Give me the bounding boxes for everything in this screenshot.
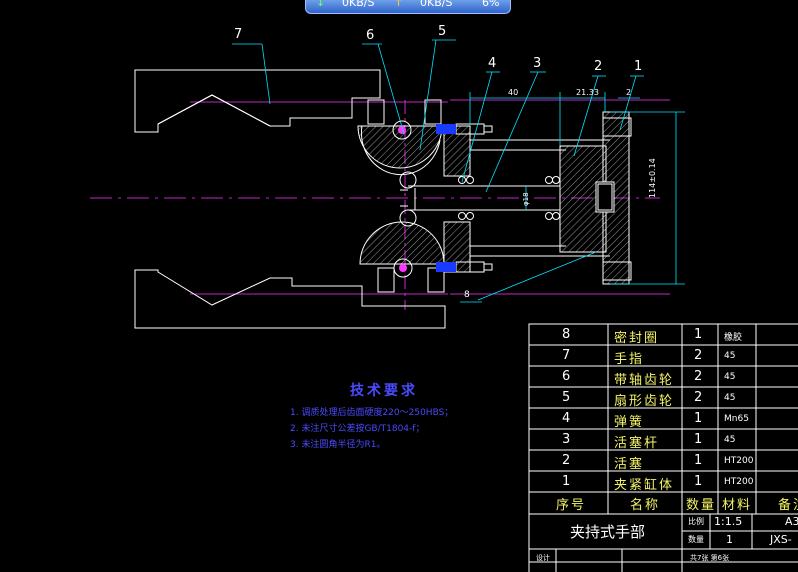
bom-row-6-name: 带轴齿轮 <box>614 373 675 388</box>
bom-row-8-name: 密封圈 <box>614 331 660 346</box>
bom-row-1-qty: 1 <box>694 474 703 489</box>
dim-inner: φ18 <box>522 192 530 206</box>
bom-row-6-no: 6 <box>562 369 571 384</box>
bom-row-4-qty: 1 <box>694 411 703 426</box>
bom-header-no: 序号 <box>556 498 587 513</box>
bom-row-7-no: 7 <box>562 348 571 363</box>
bom-row-1-mat: HT200 <box>724 477 754 487</box>
bom-row-8-no: 8 <box>562 327 571 342</box>
bolts <box>436 123 493 273</box>
bom-row-1-name: 夹紧缸体 <box>614 478 675 493</box>
bom-row-7-name: 手指 <box>614 352 645 367</box>
qty-value: 1 <box>726 533 733 546</box>
qty-label: 数量 <box>688 535 704 544</box>
bom-row-2-qty: 1 <box>694 453 703 468</box>
dim-21-33: 21.33 <box>576 88 599 97</box>
bom-row-5-qty: 2 <box>694 390 703 405</box>
balloon-7: 7 <box>234 27 243 42</box>
sheet-size: A3 <box>785 515 798 528</box>
bom-row-2-mat: HT200 <box>724 456 754 466</box>
bom-header-mat: 材料 <box>722 498 753 513</box>
bom-row-8-mat: 橡胶 <box>724 333 743 343</box>
bom-row-5-name: 扇形齿轮 <box>614 394 675 409</box>
drawing-code: JXS- <box>770 533 792 546</box>
tech-req-line-3: 3. 未注圆角半径为R1。 <box>290 440 386 450</box>
springs <box>458 176 560 220</box>
balloon-5: 5 <box>438 24 447 39</box>
dim-40: 40 <box>508 88 519 97</box>
bom-row-3-mat: 45 <box>724 435 736 445</box>
gear-lower <box>359 221 445 293</box>
bom-row-3-qty: 1 <box>694 432 703 447</box>
bom-row-2-no: 2 <box>562 453 571 468</box>
bom-row-1-no: 1 <box>562 474 571 489</box>
bom-row-2-name: 活塞 <box>614 457 645 472</box>
scale-label: 比例 <box>688 517 704 526</box>
tech-req-line-1: 1. 调质处理后齿面硬度220～250HBS； <box>290 408 454 418</box>
bom-row-3-name: 活塞杆 <box>614 436 660 451</box>
download-arrow-icon: ↓ <box>316 0 326 9</box>
bom-row-3-no: 3 <box>562 432 571 447</box>
dim-2: 2 <box>626 88 632 97</box>
leader-lines <box>232 39 644 303</box>
drawing-title: 夹持式手部 <box>570 523 646 541</box>
scale-value: 1:1.5 <box>714 515 743 528</box>
bom-grid <box>528 323 798 572</box>
upload-speed: 0KB/S <box>420 0 453 9</box>
dim-114: 114±0.14 <box>648 158 657 198</box>
balloon-1: 1 <box>634 59 643 74</box>
piston-rod <box>400 185 560 211</box>
balloon-8: 8 <box>464 290 470 300</box>
tech-req-title: 技术要求 <box>350 383 418 399</box>
bom-row-5-mat: 45 <box>724 393 736 403</box>
bom-row-7-mat: 45 <box>724 351 736 361</box>
bom-row-4-mat: Mn65 <box>724 414 749 424</box>
bom-row-4-no: 4 <box>562 411 571 426</box>
cpu-percent: 6% <box>482 0 500 9</box>
bom-row-7-qty: 2 <box>694 348 703 363</box>
bom-row-4-name: 弹簧 <box>614 415 645 430</box>
balloon-6: 6 <box>366 28 375 43</box>
bom-row-6-qty: 2 <box>694 369 703 384</box>
finger-upper <box>134 69 381 133</box>
sheet-count: 共7张 第6张 <box>690 554 730 562</box>
tech-req-line-2: 2. 未注尺寸公差按GB/T1804-f； <box>290 424 425 434</box>
bom-row-6-mat: 45 <box>724 372 736 382</box>
pinion-rolls <box>399 171 417 227</box>
balloon-4: 4 <box>488 56 497 71</box>
finger-lower <box>134 269 446 329</box>
gear-upper <box>357 99 443 176</box>
upload-arrow-icon: ↑ <box>394 0 404 9</box>
cylinder-body <box>443 111 632 285</box>
bom-row-5-no: 5 <box>562 390 571 405</box>
bom-header-qty: 数量 <box>686 498 717 513</box>
design-label: 设计 <box>536 554 550 562</box>
balloon-2: 2 <box>594 59 603 74</box>
bom-header-note: 备注 <box>778 498 798 513</box>
bom-row-8-qty: 1 <box>694 327 703 342</box>
download-speed: 0KB/S <box>342 0 375 9</box>
network-speed-bar: ↓ 0KB/S ↑ 0KB/S 6% <box>305 0 511 14</box>
bom-header-name: 名称 <box>630 498 661 513</box>
balloon-3: 3 <box>533 56 542 71</box>
